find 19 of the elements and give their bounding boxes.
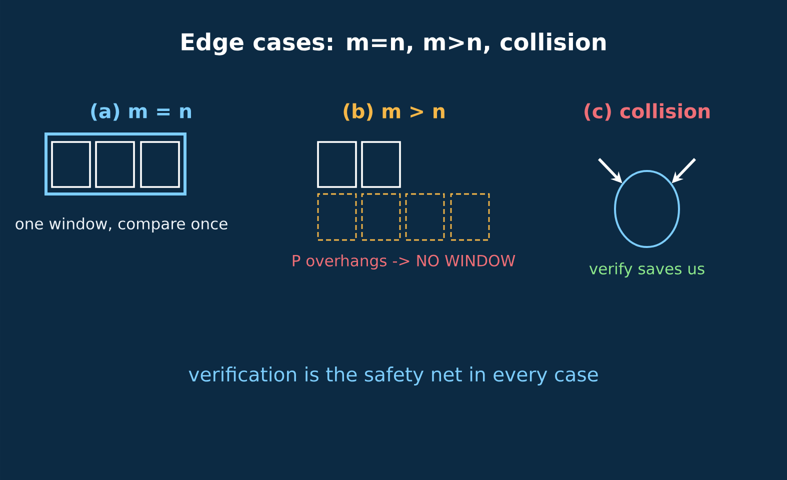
note-text: verify saves us [589, 262, 704, 278]
title: Edge cases: m=n, m>n, collision [182, 32, 606, 56]
panel-heading: (c) collision [584, 103, 710, 121]
ellipse [614, 170, 680, 248]
panel-heading: (b) m > n [344, 103, 444, 121]
dashed-cell-square [361, 193, 401, 241]
panel-heading: (a) m = n [91, 103, 191, 121]
dashed-cell-square [317, 193, 357, 241]
cell-square [51, 141, 91, 188]
cell-square [317, 141, 357, 188]
note-text: P overhangs -> NO WINDOW [292, 254, 516, 270]
dashed-cell-square [405, 193, 445, 241]
caption: verification is the safety net in every case [188, 366, 598, 386]
cell-square [140, 141, 180, 188]
cell-square [95, 141, 135, 188]
cell-square [361, 141, 401, 188]
note-text: one window, compare once [16, 217, 228, 233]
window-frame [44, 132, 186, 196]
dashed-cell-square [450, 193, 490, 241]
